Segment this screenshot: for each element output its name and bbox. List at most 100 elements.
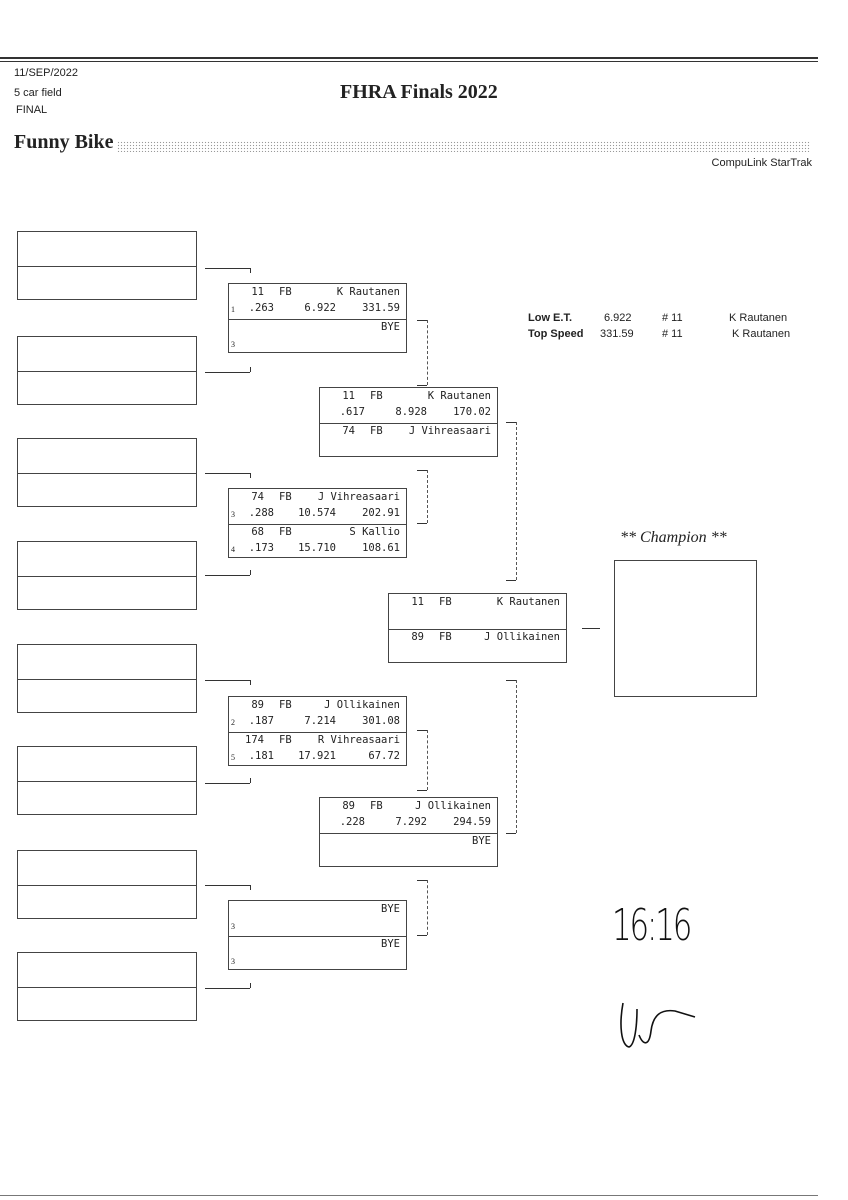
bracket-line <box>205 885 250 886</box>
bracket-line <box>205 680 250 681</box>
bottom-rule <box>0 1195 818 1196</box>
car-number: 11 <box>342 390 355 402</box>
connector-cap <box>417 880 427 881</box>
car-class: FB <box>370 425 383 437</box>
racer-name: K Rautanen <box>336 286 400 298</box>
dashed-connector <box>427 880 428 935</box>
page-title: FHRA Finals 2022 <box>340 81 498 103</box>
car-number: 74 <box>342 425 355 437</box>
speed: 301.08 <box>362 715 400 727</box>
top-speed-car: # 11 <box>662 328 683 340</box>
reaction-time: .228 <box>339 816 365 828</box>
bracket-line <box>205 268 250 269</box>
car-class: FB <box>370 390 383 402</box>
bracket-line <box>205 372 250 373</box>
bracket-line <box>205 783 250 784</box>
bracket-tick <box>250 778 251 783</box>
low-et-label: Low E.T. <box>528 312 572 324</box>
racer-slot-bottom: BYE <box>320 833 497 868</box>
lane-number: 3 <box>231 510 235 519</box>
connector-cap <box>417 523 427 524</box>
entry-box <box>17 541 197 610</box>
racer-name: J Ollikainen <box>484 631 560 643</box>
connector-cap <box>506 422 516 423</box>
connector-cap <box>417 790 427 791</box>
reaction-time: .263 <box>248 302 274 314</box>
bracket-tick <box>250 680 251 685</box>
reaction-time: .173 <box>248 542 274 554</box>
dotted-leader <box>117 141 810 152</box>
connector-cap <box>506 680 516 681</box>
car-number: 89 <box>342 800 355 812</box>
reaction-time: .187 <box>248 715 274 727</box>
bracket-tick <box>250 268 251 273</box>
bracket-tick <box>250 885 251 890</box>
elapsed-time: 15.710 <box>298 542 336 554</box>
bracket-line <box>205 575 250 576</box>
racer-name: K Rautanen <box>427 390 491 402</box>
car-number: 11 <box>251 286 264 298</box>
entry-box <box>17 438 197 507</box>
racer-slot-top: 74 FB J Vihreasaari 3 .288 10.574 202.91 <box>229 489 406 525</box>
racer-name: K Rautanen <box>496 596 560 608</box>
lane-number: 5 <box>231 753 235 762</box>
field-size: 5 car field <box>14 87 62 99</box>
entry-box <box>17 231 197 300</box>
dashed-connector <box>516 680 517 833</box>
car-number: 89 <box>251 699 264 711</box>
entry-box <box>17 850 197 919</box>
dashed-connector <box>427 730 428 790</box>
top-rule-thin <box>0 61 818 62</box>
connector-cap <box>506 580 516 581</box>
racer-name: J Ollikainen <box>324 699 400 711</box>
bracket-tick <box>250 367 251 372</box>
bracket-line <box>205 473 250 474</box>
speed: 170.02 <box>453 406 491 418</box>
car-class: FB <box>279 491 292 503</box>
lane-number: 1 <box>231 305 235 314</box>
dashed-connector <box>427 470 428 523</box>
elapsed-time: 6.922 <box>304 302 336 314</box>
handwritten-time: 16:16 <box>612 900 692 951</box>
dashed-connector <box>427 320 428 385</box>
car-class: FB <box>439 631 452 643</box>
top-speed-name: K Rautanen <box>732 328 791 340</box>
connector-cap <box>417 320 427 321</box>
top-speed-label: Top Speed <box>528 328 584 340</box>
category-title: Funny Bike <box>14 131 114 153</box>
lane-number: 3 <box>231 922 235 931</box>
connector-cap <box>506 833 516 834</box>
reaction-time: .288 <box>248 507 274 519</box>
elapsed-time: 10.574 <box>298 507 336 519</box>
car-number: 11 <box>411 596 424 608</box>
entry-box <box>17 644 197 713</box>
car-class: FB <box>279 699 292 711</box>
reaction-time: .181 <box>248 750 274 762</box>
car-class: FB <box>279 286 292 298</box>
lane-number: 4 <box>231 545 235 554</box>
car-number: 74 <box>251 491 264 503</box>
bracket-line <box>205 988 250 989</box>
connector-cap <box>417 935 427 936</box>
dashed-connector <box>516 422 517 580</box>
low-et-value: 6.922 <box>604 312 632 324</box>
event-date: 11/SEP/2022 <box>14 67 79 79</box>
champion-box <box>614 560 757 697</box>
car-number: 174 <box>245 734 264 746</box>
elapsed-time: 7.214 <box>304 715 336 727</box>
car-number: 89 <box>411 631 424 643</box>
speed: 202.91 <box>362 507 400 519</box>
racer-name: J Vihreasaari <box>317 491 400 503</box>
